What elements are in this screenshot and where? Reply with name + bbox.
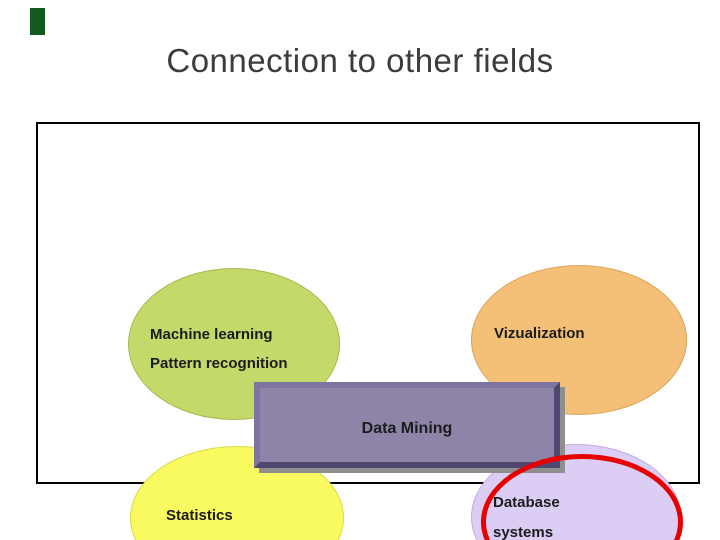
data-mining-box <box>254 382 560 468</box>
statistics-label: Statistics <box>166 507 233 524</box>
database-line1: Database <box>493 494 560 511</box>
machine-learning-label: Machine learning Pattern recognition <box>150 320 288 378</box>
machine-learning-line2: Pattern recognition <box>150 355 288 372</box>
database-systems-label: Database systems <box>493 488 560 540</box>
diagram-frame: Machine learning Pattern recognition Viz… <box>36 122 700 540</box>
slide-title: Connection to other fields <box>166 42 554 79</box>
data-mining-label: Data Mining <box>361 420 453 437</box>
visualization-label: Vizualization <box>494 325 585 342</box>
corner-accent-bar <box>30 8 45 35</box>
database-line2: systems <box>493 524 554 540</box>
machine-learning-line1: Machine learning <box>150 326 273 343</box>
